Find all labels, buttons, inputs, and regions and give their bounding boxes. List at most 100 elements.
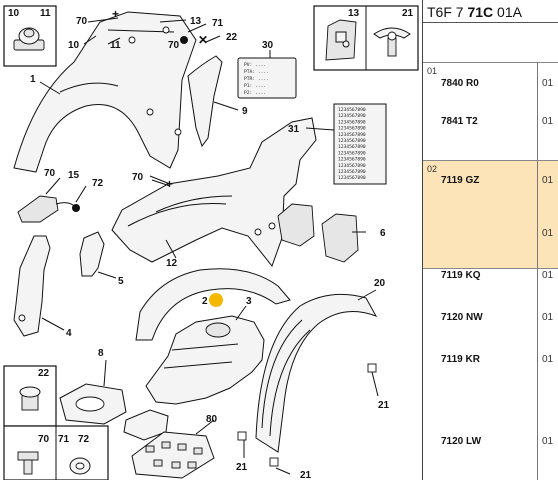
inset-clips-13-21[interactable]: 13 21 [313,5,419,71]
plate-line-2: PTA: .... [244,69,269,75]
callout-31: 31 [288,124,300,135]
part-quantity: 01 [542,270,554,281]
part-pillar-trim[interactable] [187,55,223,148]
part-code[interactable]: 7119 GZ [441,175,480,186]
plate-line-1: PV: .... [244,62,266,68]
inset-fasteners-70-71-72[interactable]: 70 71 72 [3,425,109,480]
callout-10: 10 [68,40,80,51]
part-gasket-set[interactable] [59,383,169,441]
row-divider [423,268,558,269]
part-inner-wing-panel[interactable] [111,117,317,268]
part-seal-strips[interactable] [277,203,359,263]
serial-row: 1234567890 [338,126,366,132]
serial-number-plate[interactable]: 1234567890123456789012345678901234567890… [333,103,387,185]
part-code[interactable]: 7841 T2 [441,116,478,127]
parts-row[interactable]: 7119 KQ 01 [423,270,558,286]
callout-5: 5 [118,276,124,287]
parts-row[interactable]: 7120 LW 01 [423,436,558,452]
part-wheel-arch[interactable] [135,268,291,341]
callout-70-d: 70 [44,168,56,179]
part-bracket[interactable] [79,231,105,277]
group-number: 01 [427,66,438,76]
callout-22: 22 [226,32,238,43]
callout-15: 15 [68,170,80,181]
callout-9: 9 [242,106,248,117]
callout-70-inset: 70 [38,434,50,445]
part-quantity: 01 [542,78,554,89]
part-quantity: 01 [542,116,554,127]
part-front-wing[interactable] [13,11,197,173]
part-code[interactable]: 7119 KR [441,354,480,365]
parts-row[interactable]: 7841 T2 01 [423,116,558,132]
svg-text:✕: ✕ [198,33,208,47]
callout-6: 6 [380,228,386,239]
serial-row: 1234567890 [338,113,366,119]
inset-fastener-22[interactable]: 22 [3,365,57,427]
serial-row: 1234567890 [338,132,366,138]
plate-line-3: PTR: .... [244,76,269,82]
callout-71: 71 [212,18,224,29]
part-quantity: 01 [542,436,554,447]
diagram-reference: T6F 7 71C 01A [427,4,522,20]
callout-72: 72 [92,178,104,189]
inset-fastener-10-11[interactable]: 10 11 [3,5,57,67]
callout-13: 13 [190,16,202,27]
plate-line-5: P2: .... [244,90,266,96]
callout-30: 30 [262,40,274,51]
callout-1: 1 [30,74,36,85]
plate-line-4: P1: .... [244,83,266,89]
parts-list-panel: T6F 7 71C 01A 01 7840 R0 01 7841 T2 01 0… [422,0,558,480]
serial-row: 1234567890 [338,163,366,169]
callout-11: 11 [110,40,121,51]
callout-3: 3 [246,296,252,307]
callout-80: 80 [206,414,218,425]
callout-21-inset: 21 [402,8,414,19]
parts-row[interactable]: 7120 NW 01 [423,312,558,328]
serial-row: 1234567890 [338,175,366,181]
leader-lines [39,17,379,475]
callout-72-inset: 72 [78,434,90,445]
part-wheel-arch-liner[interactable] [255,293,378,453]
row-divider [423,160,558,161]
callout-71-inset: 71 [58,434,70,445]
part-inner-housing[interactable] [145,315,265,405]
exploded-parts-diagram: 10 11 13 21 PV: .... PTA: .... PTR: ....… [3,5,419,480]
serial-row: 1234567890 [338,119,366,125]
parts-row[interactable]: 01 7840 R0 01 [423,66,558,89]
part-clip-set[interactable] [131,431,215,479]
vehicle-id-label-plate[interactable]: PV: .... PTA: .... PTR: .... P1: .... P2… [237,57,297,99]
selected-row-highlight [423,160,558,268]
callout-70-c: 70 [132,172,144,183]
part-support-bracket[interactable] [13,235,51,337]
parts-row[interactable]: 7119 KR 01 [423,354,558,370]
header-divider [423,22,558,23]
part-code[interactable]: 7120 NW [441,312,483,323]
callouts: 1 2 3 4 5 6 8 9 10 11 12 13 15 20 21 21 … [30,16,390,480]
callout-22-inset: 22 [38,368,50,379]
row-divider [423,62,558,63]
part-electrical-connector[interactable] [17,195,80,223]
serial-row: 1234567890 [338,144,366,150]
callout-70-b: 70 [168,40,180,51]
part-code[interactable]: 7840 R0 [441,78,479,89]
callout-20: 20 [374,278,386,289]
svg-text:+: + [112,7,119,21]
qty-column-divider [537,62,538,480]
part-quantity: 01 [542,228,554,239]
part-code[interactable]: 7120 LW [441,436,482,447]
part-quantity: 01 [542,175,554,186]
callout-11-inset: 11 [40,8,51,19]
callout-21-a: 21 [378,400,390,411]
svg-text:+: + [166,177,173,191]
parts-row-selected[interactable]: 02 7119 GZ 01 [423,164,558,186]
callout-13-inset: 13 [348,8,360,19]
part-code[interactable]: 7119 KQ [441,270,481,281]
callout-8: 8 [98,348,104,359]
callout-21-b: 21 [236,462,248,473]
callout-10-inset: 10 [8,8,20,19]
parts-row[interactable]: 01 [423,228,558,244]
fixing-markers: ✕ + + [112,7,377,467]
serial-row: 1234567890 [338,107,366,113]
part-quantity: 01 [542,312,554,323]
serial-row: 1234567890 [338,169,366,175]
